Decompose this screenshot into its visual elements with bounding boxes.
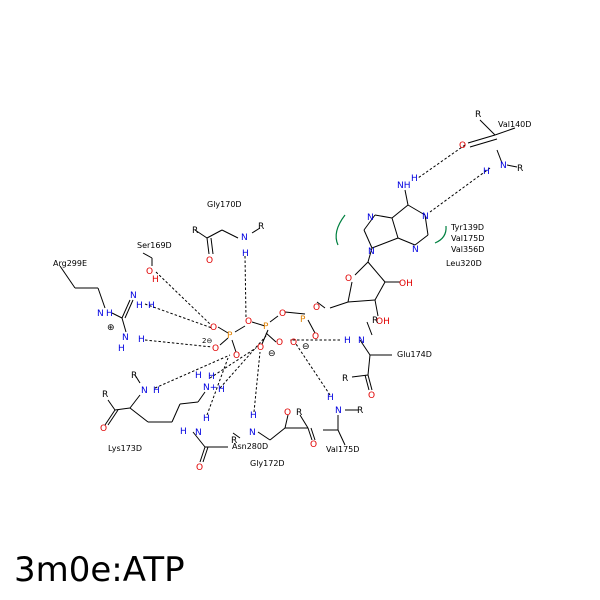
atom-h: H bbox=[242, 249, 249, 259]
atom-oh: OH bbox=[376, 317, 390, 327]
atom-n: N bbox=[122, 333, 129, 343]
charge-minus: ⊖ bbox=[268, 349, 276, 359]
atom-r: R bbox=[475, 110, 481, 120]
atom-n: N bbox=[130, 291, 137, 301]
atom-o: O bbox=[100, 424, 107, 434]
atom-h: H bbox=[250, 411, 257, 421]
hydrophobic-arc-right bbox=[434, 225, 447, 244]
atom-p: P bbox=[263, 322, 269, 332]
atom-p: P bbox=[300, 315, 306, 325]
residue-labels: Val140D Tyr139D Val175D Val356D Leu320D … bbox=[53, 120, 531, 468]
atom-o: O bbox=[146, 267, 153, 277]
atom-r: R bbox=[192, 226, 198, 236]
atom-o: O bbox=[245, 317, 252, 327]
atom-r: R bbox=[372, 316, 378, 326]
atom-o: O bbox=[310, 440, 317, 450]
atom-h: H bbox=[195, 371, 202, 381]
residue-val140d: Val140D bbox=[498, 120, 531, 129]
atom-o: O bbox=[459, 141, 466, 151]
atom-n: N bbox=[249, 428, 256, 438]
atom-n: N bbox=[368, 247, 375, 257]
atom-r: R bbox=[258, 222, 264, 232]
atom-h: H bbox=[203, 414, 210, 424]
atom-o: O bbox=[206, 256, 213, 266]
atom-r: R bbox=[231, 436, 237, 446]
atom-o: O bbox=[368, 391, 375, 401]
residue-val175d-hydrophobic: Val175D bbox=[451, 234, 484, 243]
atom-h: H bbox=[138, 335, 145, 345]
charge-minus: ⊖ bbox=[302, 342, 310, 352]
atom-p: P bbox=[227, 331, 233, 341]
hydrophobic-arcs bbox=[335, 214, 447, 246]
atom-o: O bbox=[313, 303, 320, 313]
residue-leu320d: Leu320D bbox=[446, 259, 482, 268]
charge-plus: ⊕ bbox=[107, 323, 115, 333]
hydrogen-bonds bbox=[144, 144, 491, 416]
residue-gly170d: Gly170D bbox=[207, 200, 242, 209]
atom-o: O bbox=[284, 408, 291, 418]
residue-val175d: Val175D bbox=[326, 445, 359, 454]
charge-2minus: 2⊖ bbox=[202, 337, 212, 345]
atom-n: N bbox=[412, 245, 419, 255]
residue-tyr139d: Tyr139D bbox=[450, 223, 484, 232]
residue-val356d: Val356D bbox=[451, 245, 484, 254]
residue-ser169d: Ser169D bbox=[137, 241, 172, 250]
atom-n: N bbox=[422, 212, 429, 222]
atom-r: R bbox=[296, 408, 302, 418]
bonds bbox=[59, 119, 518, 463]
atom-o: O bbox=[212, 344, 219, 354]
atom-h: H bbox=[152, 275, 159, 285]
atom-n: N bbox=[367, 213, 374, 223]
atom-r: R bbox=[517, 164, 523, 174]
atom-n: N bbox=[335, 406, 342, 416]
atom-h: H bbox=[208, 372, 215, 382]
atom-n: N bbox=[500, 161, 507, 171]
atom-h: H bbox=[483, 167, 490, 177]
atom-o: O bbox=[233, 351, 240, 361]
atom-n: N bbox=[141, 386, 148, 396]
ligand-title: 3m0e:ATP bbox=[14, 550, 185, 590]
atom-o: O bbox=[276, 338, 283, 348]
atom-o: O bbox=[312, 332, 319, 342]
atom-h: H bbox=[153, 386, 160, 396]
atom-r: R bbox=[342, 374, 348, 384]
atom-r: R bbox=[102, 390, 108, 400]
atom-o: O bbox=[279, 309, 286, 319]
atom-r: R bbox=[357, 406, 363, 416]
atom-n-plus: N+ bbox=[203, 383, 217, 393]
atom-n: N bbox=[241, 233, 248, 243]
atom-oh: OH bbox=[399, 279, 413, 289]
atom-o: O bbox=[290, 338, 297, 348]
atom-r: R bbox=[131, 371, 137, 381]
residue-arg299e: Arg299E bbox=[53, 259, 87, 268]
atom-h: H bbox=[106, 309, 113, 319]
residue-gly172d: Gly172D bbox=[250, 459, 285, 468]
atom-h: H bbox=[118, 344, 125, 354]
atom-nh: NH bbox=[397, 181, 411, 191]
atom-o: O bbox=[210, 323, 217, 333]
atom-o: O bbox=[345, 274, 352, 284]
atom-n: N bbox=[195, 428, 202, 438]
atom-h: H bbox=[148, 301, 155, 311]
atom-labels: R O N H R NH H N N N N O OH OH O P O O P… bbox=[97, 110, 523, 473]
residue-glu174d: Glu174D bbox=[397, 350, 432, 359]
atom-h: H bbox=[180, 427, 187, 437]
hydrophobic-arc-left bbox=[335, 214, 346, 246]
atom-o: O bbox=[196, 463, 203, 473]
atom-n: N bbox=[97, 309, 104, 319]
residue-asn280d: Asn280D bbox=[232, 442, 268, 451]
atom-h: H bbox=[136, 301, 143, 311]
atom-h: H bbox=[327, 393, 334, 403]
atom-h: H bbox=[411, 174, 418, 184]
residue-lys173d: Lys173D bbox=[108, 444, 142, 453]
atom-h: H bbox=[218, 385, 225, 395]
atom-h: H bbox=[344, 336, 351, 346]
atom-n: N bbox=[358, 336, 365, 346]
atom-o: O bbox=[257, 343, 264, 353]
